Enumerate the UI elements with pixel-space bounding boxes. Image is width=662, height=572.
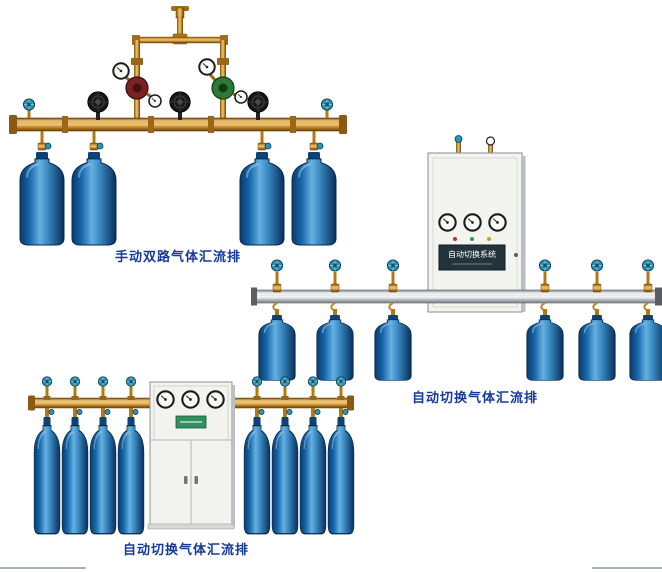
pressure-gauge-icon — [181, 390, 200, 409]
gas-cylinder — [33, 417, 61, 535]
bar-valve-station — [538, 259, 552, 316]
pipe-valve-station — [335, 376, 349, 417]
gas-cylinder — [117, 417, 145, 535]
pipe-valve-station — [279, 376, 293, 417]
cylinder-connection — [89, 131, 104, 151]
cylinder-connection — [37, 131, 52, 151]
shutoff-handwheel-icon — [86, 90, 110, 114]
valve-handwheel-icon — [97, 376, 109, 387]
bar-valve-station — [386, 259, 400, 316]
end-valve — [320, 98, 334, 118]
pipe-valve-station — [69, 376, 83, 417]
auto-switch-floor-illustration — [28, 376, 355, 535]
manual-dual-manifold-illustration — [9, 6, 347, 246]
valve-handwheel-icon — [307, 376, 319, 387]
shutoff-handwheel-icon — [168, 90, 192, 114]
valve-handwheel-icon — [251, 376, 263, 387]
product-caption: 手动双路气体汇流排 — [114, 250, 241, 265]
gas-cylinder — [271, 417, 299, 535]
page-border-fragment — [0, 567, 86, 569]
cylinder-connection — [257, 131, 272, 151]
valve-handwheel-icon — [279, 376, 291, 387]
shutoff-valve — [86, 90, 110, 120]
pipe-valve-station — [307, 376, 321, 417]
pressure-gauge-icon — [488, 213, 507, 232]
pressure-gauge-icon — [206, 390, 225, 409]
product-manual-dual-manifold: 手动双路气体汇流排 — [8, 6, 348, 272]
door-lock — [514, 253, 518, 257]
pipe-valve-station — [251, 376, 265, 417]
pipe-valve-station — [125, 376, 139, 417]
bar-valve-station — [590, 259, 604, 316]
pressure-gauge-icon — [438, 213, 457, 232]
gas-cylinder — [578, 315, 616, 381]
pressure-gauge-icon — [112, 62, 130, 80]
gas-cylinder — [327, 417, 355, 535]
shutoff-valve — [168, 90, 192, 120]
bar-valve-station — [270, 259, 284, 316]
bar-valve-station — [328, 259, 342, 316]
gas-cylinder — [316, 315, 354, 381]
indicator-light — [470, 237, 474, 241]
valve-handwheel-icon — [590, 259, 604, 272]
pressure-gauge-icon — [198, 58, 216, 76]
product-auto-switch-manifold-floor: 自动切换气体汇流排 — [22, 372, 357, 568]
pressure-gauge-icon — [156, 390, 175, 409]
gas-cylinder — [629, 315, 662, 381]
bar-valve-station — [641, 259, 655, 316]
pressure-gauge-icon — [234, 90, 248, 104]
pipe-valve-station — [97, 376, 111, 417]
product-caption: 自动切换气体汇流排 — [122, 543, 249, 558]
valve-handwheel-icon — [538, 259, 552, 272]
page-border-fragment — [592, 567, 662, 569]
valve-handwheel-icon — [641, 259, 655, 272]
shutoff-handwheel-icon — [246, 90, 270, 114]
indicator-light — [453, 237, 457, 241]
pressure-gauge-icon — [148, 94, 162, 108]
manifold-bar — [251, 287, 662, 306]
valve-handwheel-icon — [41, 376, 53, 387]
pipe-valve-station — [41, 376, 55, 417]
gas-cylinder — [299, 417, 327, 535]
product-auto-switch-manifold-wall: 自动切换系统 — [250, 135, 662, 407]
gas-cylinder — [89, 417, 117, 535]
door-handle — [194, 476, 198, 484]
gas-cylinder — [526, 315, 564, 381]
door-handle — [184, 476, 188, 484]
valve-handwheel-icon — [386, 259, 400, 272]
cabinet-panel-label: 自动切换系统 — [448, 249, 496, 259]
valve-handwheel-icon — [69, 376, 81, 387]
product-caption: 自动切换气体汇流排 — [411, 391, 538, 406]
valve-handwheel-icon — [335, 376, 347, 387]
floor-cabinet — [147, 381, 235, 530]
gas-cylinder — [258, 315, 296, 381]
end-valve — [22, 98, 36, 118]
indicator-light — [487, 237, 491, 241]
gas-cylinder — [19, 152, 65, 246]
cabinet-top-fittings — [454, 135, 496, 154]
pressure-gauge-icon — [463, 213, 482, 232]
valve-handwheel-icon — [22, 98, 36, 111]
valve-handwheel-icon — [270, 259, 284, 272]
shutoff-valve — [246, 90, 270, 120]
valve-handwheel-icon — [125, 376, 137, 387]
gas-cylinder — [374, 315, 412, 381]
gas-cylinder — [71, 152, 117, 246]
cylinder-connection — [309, 131, 324, 151]
main-manifold-pipe — [9, 115, 347, 134]
control-cabinet: 自动切换系统 — [427, 152, 526, 313]
gas-cylinder — [243, 417, 271, 535]
gas-cylinder — [61, 417, 89, 535]
valve-handwheel-icon — [320, 98, 334, 111]
auto-switch-wall-illustration: 自动切换系统 — [251, 135, 662, 381]
valve-handwheel-icon — [328, 259, 342, 272]
